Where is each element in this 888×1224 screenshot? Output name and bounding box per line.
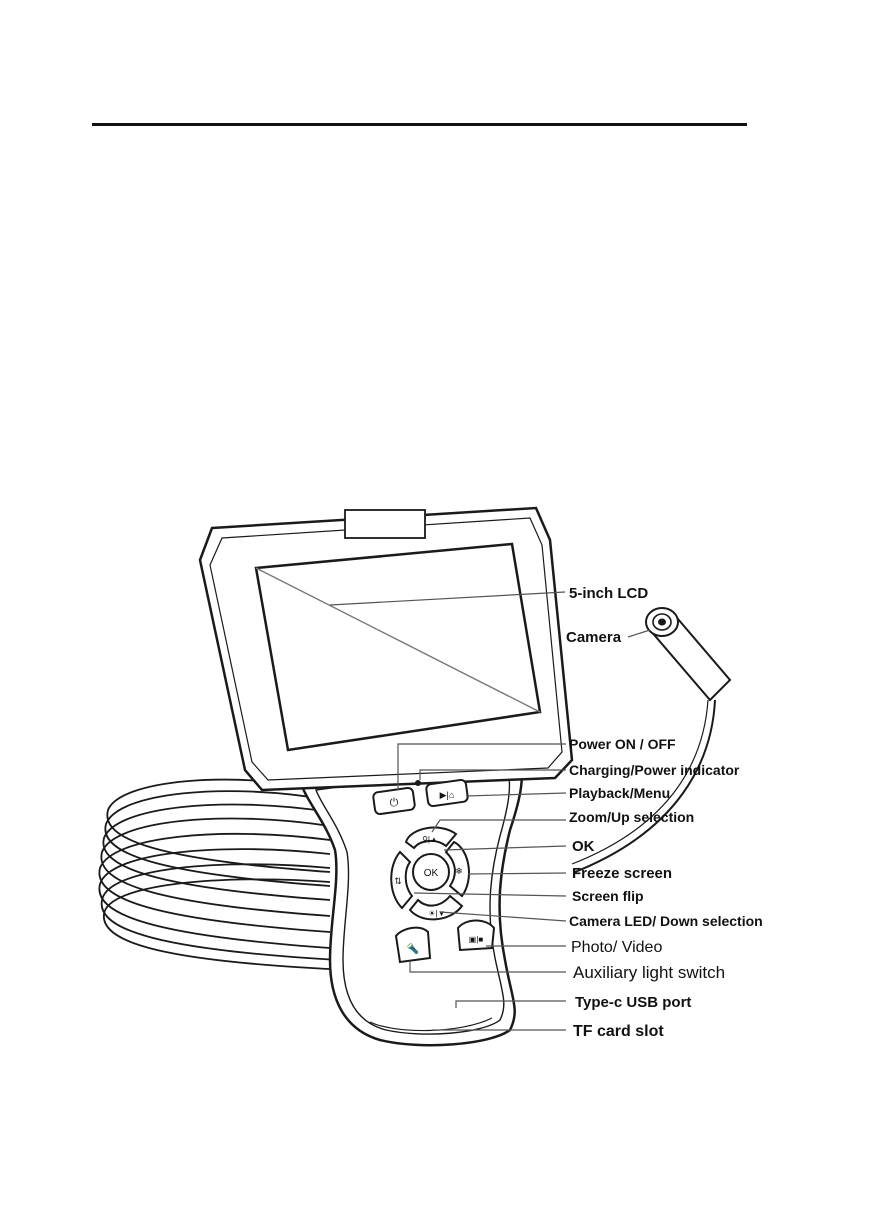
label-lcd: 5-inch LCD — [569, 585, 648, 602]
label-usb: Type-c USB port — [575, 994, 691, 1011]
label-photo: Photo/ Video — [571, 939, 662, 956]
label-camera: Camera — [566, 629, 622, 646]
label-flip: Screen flip — [572, 888, 644, 904]
playback-menu-icon: ▶|⌂ — [440, 790, 455, 800]
auxiliary-light-button[interactable]: 🔦 — [396, 928, 430, 962]
callout-labels: 5-inch LCD Camera Power ON / OFF Chargin… — [566, 585, 763, 1040]
top-label-slot — [345, 510, 425, 538]
label-charging: Charging/Power indicator — [569, 762, 740, 778]
label-freeze: Freeze screen — [572, 865, 672, 882]
label-aux: Auxiliary light switch — [573, 963, 725, 982]
lcd-screen — [256, 544, 540, 750]
photo-video-icon: ▣|■ — [469, 935, 484, 944]
power-button[interactable]: ⏻ — [373, 787, 416, 814]
freeze-icon: ❄ — [455, 866, 463, 876]
flashlight-icon: 🔦 — [407, 942, 420, 955]
label-camera-led: Camera LED/ Down selection — [569, 913, 763, 929]
label-tf: TF card slot — [573, 1023, 664, 1040]
flip-icon: ⇅ — [394, 876, 402, 886]
playback-menu-button[interactable]: ▶|⌂ — [426, 779, 469, 806]
monitor-housing — [200, 508, 572, 790]
label-ok: OK — [572, 838, 595, 855]
power-icon: ⏻ — [390, 797, 399, 809]
label-power: Power ON / OFF — [569, 736, 676, 752]
ok-button[interactable]: OK — [413, 854, 449, 890]
charging-indicator-led — [415, 780, 421, 786]
zoom-up-icon: ⚲|▲ — [422, 835, 438, 844]
label-zoom: Zoom/Up selection — [569, 809, 694, 825]
label-playback: Playback/Menu — [569, 785, 670, 801]
camera-led-down-icon: ☀|▼ — [428, 909, 445, 918]
ok-button-label: OK — [424, 868, 439, 879]
